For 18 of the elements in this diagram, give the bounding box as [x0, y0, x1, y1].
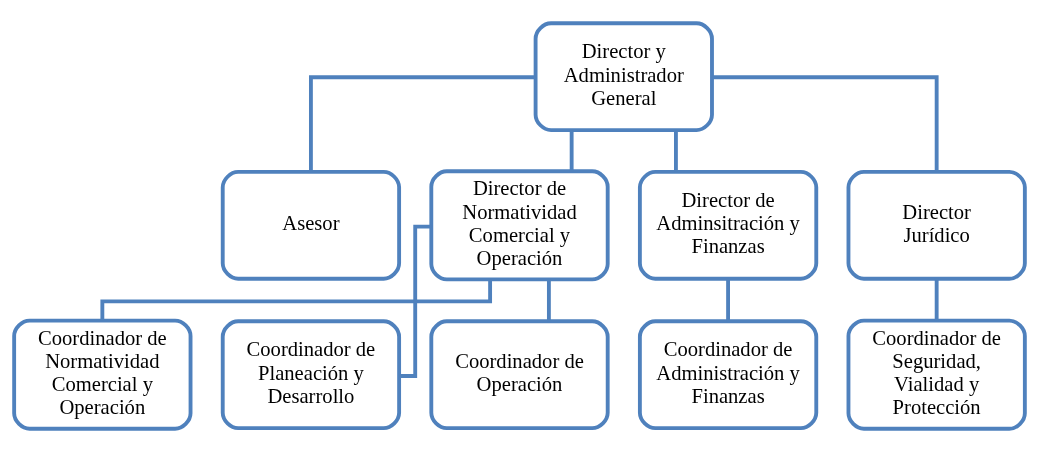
connector	[546, 279, 551, 322]
node-box: Asesor	[220, 170, 401, 281]
connector	[934, 278, 939, 321]
connector	[398, 224, 431, 378]
connector	[673, 130, 678, 172]
node-box: Coordinador de Normatividad Comercial y Operación	[11, 318, 192, 431]
node-box: Coordinador de Planeación y Desarrollo	[220, 319, 401, 431]
node-box: Coordinador de Operación	[428, 319, 610, 431]
node-box: Director Jurídico	[846, 170, 1027, 281]
node-box: Director de Adminsitración y Finanzas	[637, 170, 818, 281]
connector	[725, 278, 730, 322]
node-box: Coordinador de Seguridad, Vialidad y Protección	[846, 318, 1027, 431]
connector	[569, 130, 574, 172]
connector	[308, 75, 535, 172]
node-box: Coordinador de Administración y Finanzas	[637, 319, 818, 431]
connector	[711, 75, 939, 172]
node-box: Director de Normatividad Comercial y Operación	[428, 169, 610, 282]
node-box: Director y Administrador General	[533, 21, 714, 132]
